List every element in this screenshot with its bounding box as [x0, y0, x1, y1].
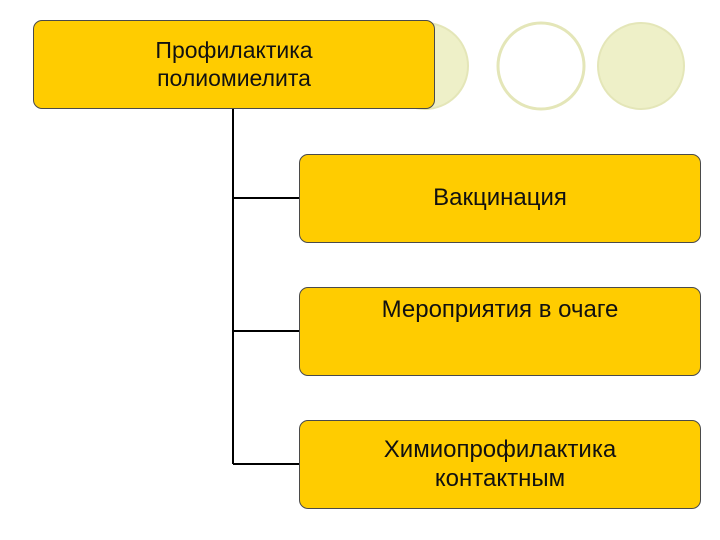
child-node-label: Мероприятия в очаге	[381, 296, 619, 323]
child-node-outbreak-measures: Мероприятия в очаге	[299, 287, 701, 376]
child-node-chemoprophylaxis: Химиопрофилактика контактным	[299, 420, 701, 509]
root-node-label: Профилактика полиомиелита	[155, 36, 313, 91]
root-node: Профилактика полиомиелита	[33, 20, 435, 109]
decor-circle-2	[496, 21, 586, 111]
child-node-label: Химиопрофилактика контактным	[383, 435, 617, 492]
child-node-label: Вакцинация	[433, 184, 567, 212]
child-node-vaccination: Вакцинация	[299, 154, 701, 243]
decor-circle-3	[597, 22, 685, 110]
